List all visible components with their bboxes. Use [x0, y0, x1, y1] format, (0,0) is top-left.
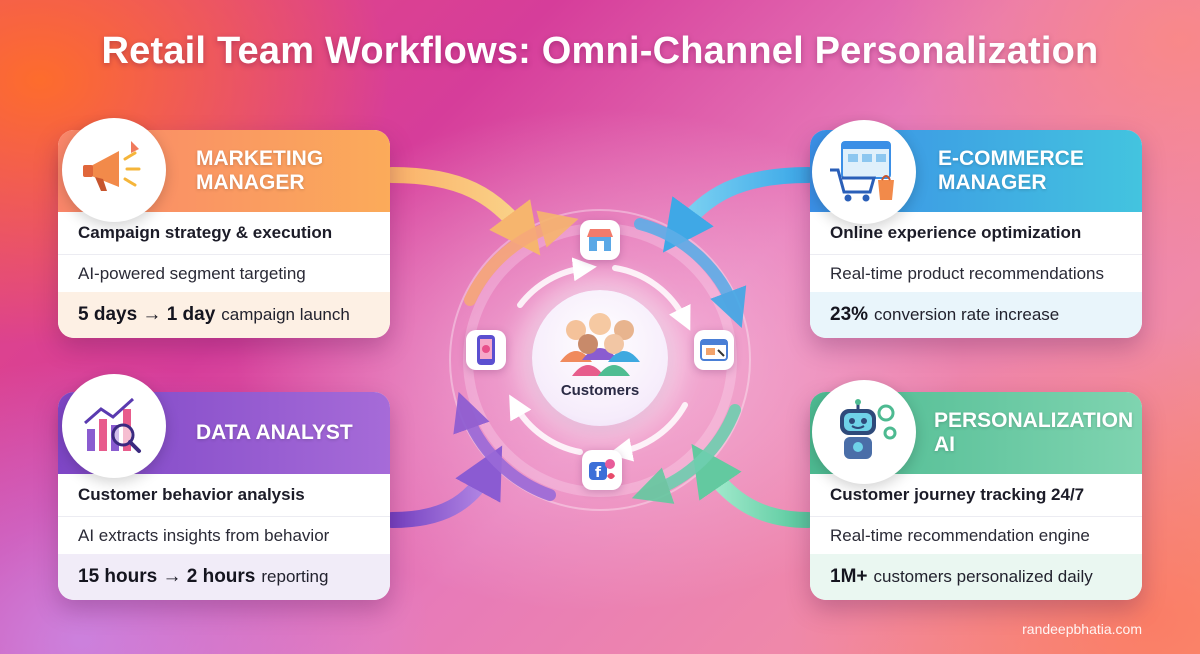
page-title: Retail Team Workflows: Omni-Channel Pers…: [101, 30, 1099, 72]
task-text: Online experience optimization: [810, 212, 1142, 254]
metric-row: 23% conversion rate increase: [810, 292, 1142, 338]
social-media-icon: f: [582, 450, 622, 490]
role-title: MARKETING MANAGER: [196, 146, 324, 194]
ai-capability-text: Real-time recommendation engine: [810, 516, 1142, 554]
robot-icon: [812, 380, 916, 484]
metric-label: campaign launch: [221, 305, 350, 324]
people-group-icon: [560, 313, 640, 376]
mobile-phone-icon: [466, 330, 506, 370]
ai-capability-text: AI extracts insights from behavior: [58, 516, 390, 554]
metric-value: 1M+: [830, 566, 868, 587]
shopping-cart-icon: [812, 120, 916, 224]
metric-value: 5 days → 1 day: [78, 304, 216, 325]
browser-icon: [694, 330, 734, 370]
marketing-manager-card: MARKETING MANAGER Campaign strategy & ex…: [58, 130, 390, 338]
metric-value: 15 hours → 2 hours: [78, 566, 256, 587]
megaphone-icon: [62, 118, 166, 222]
metric-label: customers personalized daily: [873, 567, 1093, 586]
role-title: DATA ANALYST: [196, 420, 353, 444]
task-text: Customer behavior analysis: [58, 474, 390, 516]
ai-capability-text: AI-powered segment targeting: [58, 254, 390, 292]
chart-magnifier-icon: [62, 374, 166, 478]
role-title: E-COMMERCE MANAGER: [938, 146, 1084, 194]
svg-text:f: f: [595, 465, 602, 481]
hub-label: Customers: [560, 382, 640, 399]
metric-label: conversion rate increase: [874, 305, 1060, 324]
ai-capability-text: Real-time product recommendations: [810, 254, 1142, 292]
metric-row: 1M+ customers personalized daily: [810, 554, 1142, 600]
role-title: PERSONALIZATION AI: [934, 408, 1134, 456]
site-credit: randeepbhatia.com: [1022, 621, 1142, 637]
storefront-icon: [580, 220, 620, 260]
customers-hub: Customers: [532, 290, 668, 426]
metric-row: 5 days → 1 day campaign launch: [58, 292, 390, 338]
metric-value: 23%: [830, 304, 869, 325]
metric-row: 15 hours → 2 hours reporting: [58, 554, 390, 600]
metric-label: reporting: [261, 567, 329, 586]
